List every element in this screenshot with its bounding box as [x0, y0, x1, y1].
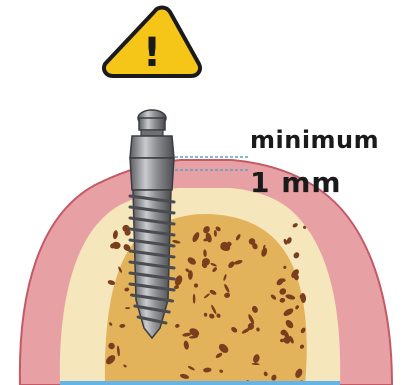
dental-implant [130, 110, 174, 338]
warning-exclamation: ! [143, 30, 161, 76]
base-line [60, 381, 340, 385]
measurement-label-value: 1 mm [250, 166, 342, 199]
warning-triangle-icon: ! [104, 8, 200, 77]
measurement-label-minimum: minimum [250, 126, 379, 154]
